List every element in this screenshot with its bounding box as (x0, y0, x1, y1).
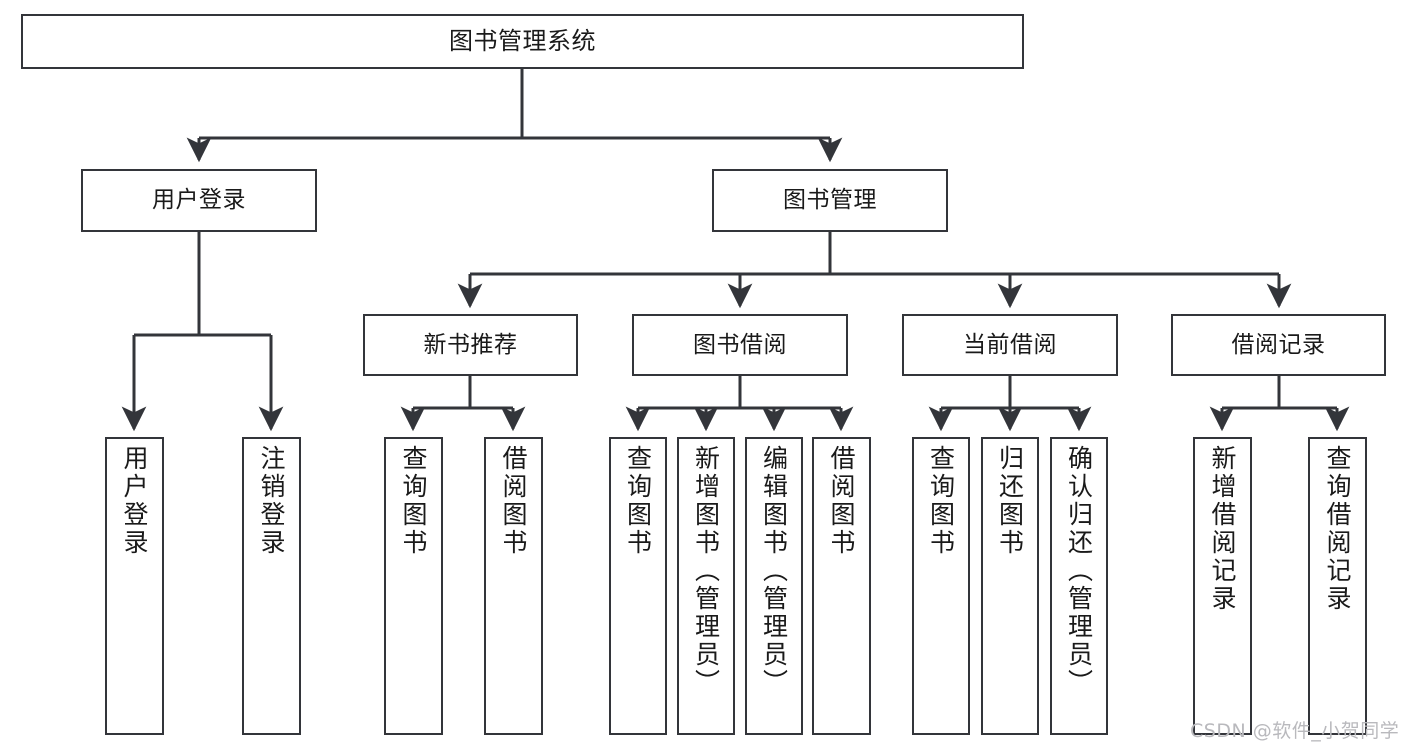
node-label: 图书借阅 (693, 331, 787, 358)
node-leaf-confirm-return[interactable]: 确认归还（管理员） (1050, 437, 1108, 735)
node-leaf-query-borrow-record[interactable]: 查询借阅记录 (1308, 437, 1367, 735)
node-leaf-query-book-1[interactable]: 查询图书 (384, 437, 443, 735)
node-label: 新增图书（管理员） (691, 445, 721, 697)
node-book-management[interactable]: 图书管理 (712, 169, 948, 232)
node-leaf-edit-book[interactable]: 编辑图书（管理员） (745, 437, 803, 735)
node-label: 查询图书 (926, 445, 956, 557)
node-label: 注销登录 (257, 445, 286, 557)
node-label: 查询图书 (623, 445, 653, 557)
node-label: 查询借阅记录 (1323, 445, 1352, 613)
node-leaf-return-book[interactable]: 归还图书 (981, 437, 1039, 735)
node-label: 当前借阅 (963, 331, 1057, 358)
node-book-management-system[interactable]: 图书管理系统 (21, 14, 1024, 69)
node-label: 图书管理系统 (449, 27, 596, 56)
node-new-book-recommend[interactable]: 新书推荐 (363, 314, 578, 376)
node-label: 新书推荐 (423, 331, 518, 358)
node-leaf-query-book-3[interactable]: 查询图书 (912, 437, 970, 735)
node-label: 确认归还（管理员） (1064, 445, 1094, 697)
node-label: 编辑图书（管理员） (759, 445, 789, 697)
node-current-borrow[interactable]: 当前借阅 (902, 314, 1118, 376)
node-label: 用户登录 (120, 445, 149, 557)
node-label: 查询图书 (399, 445, 428, 557)
node-user-login[interactable]: 用户登录 (81, 169, 317, 232)
node-book-borrow[interactable]: 图书借阅 (632, 314, 848, 376)
node-leaf-borrow-book-2[interactable]: 借阅图书 (812, 437, 871, 735)
node-label: 借阅图书 (499, 445, 528, 557)
node-label: 新增借阅记录 (1208, 445, 1237, 613)
node-leaf-add-borrow-record[interactable]: 新增借阅记录 (1193, 437, 1252, 735)
watermark-text: CSDN @软件_小贺同学 (1190, 720, 1400, 742)
node-borrow-record[interactable]: 借阅记录 (1171, 314, 1386, 376)
node-label: 借阅图书 (827, 445, 856, 557)
node-label: 图书管理 (783, 187, 877, 214)
node-leaf-add-book[interactable]: 新增图书（管理员） (677, 437, 735, 735)
node-label: 借阅记录 (1231, 331, 1326, 358)
node-leaf-query-book-2[interactable]: 查询图书 (609, 437, 667, 735)
node-label: 用户登录 (152, 187, 246, 214)
node-label: 归还图书 (995, 445, 1025, 557)
node-leaf-user-login[interactable]: 用户登录 (105, 437, 164, 735)
node-leaf-logout-login[interactable]: 注销登录 (242, 437, 301, 735)
csdn-watermark: CSDN @软件_小贺同学 (1190, 716, 1399, 743)
node-leaf-borrow-book-1[interactable]: 借阅图书 (484, 437, 543, 735)
